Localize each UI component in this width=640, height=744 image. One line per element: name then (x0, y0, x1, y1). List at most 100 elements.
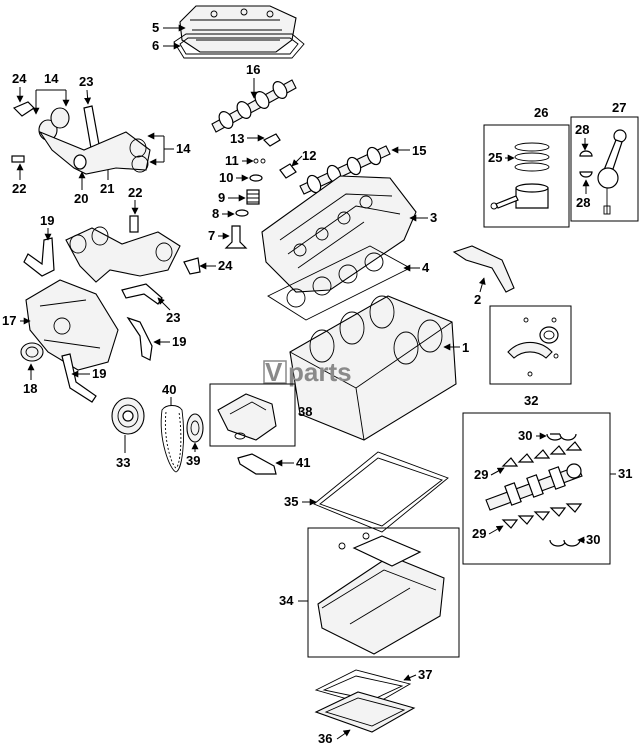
callout-38[interactable]: 38 (298, 404, 312, 419)
main-bearings-lower[interactable] (501, 503, 583, 529)
callout-31[interactable]: 31 (618, 466, 632, 481)
valve-seal[interactable] (235, 209, 249, 217)
callout-37[interactable]: 37 (418, 667, 432, 682)
valve-spring-retainer[interactable] (249, 174, 263, 182)
engine-block[interactable] (289, 295, 457, 441)
chain-guide-lower[interactable] (61, 353, 97, 403)
idler-sprocket[interactable] (73, 154, 87, 170)
callout-6[interactable]: 6 (152, 38, 159, 53)
callout-23a[interactable]: 23 (79, 74, 93, 89)
timing-plate-lower[interactable] (65, 226, 181, 283)
callout-40[interactable]: 40 (162, 382, 176, 397)
callout-23b[interactable]: 23 (166, 310, 180, 325)
rear-seal-box (489, 305, 572, 385)
callout-28a[interactable]: 28 (575, 122, 589, 137)
rocker-follower[interactable] (262, 133, 281, 147)
cylinder-head[interactable] (261, 175, 417, 293)
callout-2[interactable]: 2 (474, 292, 481, 307)
timing-plate-upper[interactable] (38, 130, 151, 175)
callout-18[interactable]: 18 (23, 381, 37, 396)
valve-cover-gasket[interactable] (173, 33, 305, 59)
rod-bearing-upper[interactable] (579, 150, 593, 157)
callout-4[interactable]: 4 (422, 260, 430, 275)
chain-guide-middle[interactable] (126, 316, 153, 361)
valve-cover[interactable] (179, 5, 297, 53)
callout-11[interactable]: 11 (225, 153, 239, 168)
timing-cover[interactable] (25, 279, 119, 371)
callout-7[interactable]: 7 (208, 228, 215, 243)
crankshaft[interactable] (485, 463, 583, 511)
front-crank-seal[interactable] (20, 342, 44, 362)
callout-19b[interactable]: 19 (172, 334, 186, 349)
callout-35[interactable]: 35 (284, 494, 298, 509)
callout-16[interactable]: 16 (246, 62, 260, 77)
callout-1[interactable]: 1 (462, 340, 469, 355)
oil-pump-box (209, 383, 296, 447)
callout-12[interactable]: 12 (302, 148, 316, 163)
engine-valve[interactable] (224, 225, 248, 249)
callout-26[interactable]: 26 (534, 105, 548, 120)
callout-36[interactable]: 36 (318, 731, 332, 744)
callout-25[interactable]: 25 (488, 150, 502, 165)
oil-pump-sprocket[interactable] (186, 413, 204, 443)
thrust-bearing-upper[interactable] (546, 433, 577, 441)
oil-pan-box (307, 527, 460, 658)
callout-14a[interactable]: 14 (44, 71, 59, 86)
callout-20[interactable]: 20 (74, 191, 88, 206)
callout-29a[interactable]: 29 (474, 467, 488, 482)
svg-text:V: V (265, 357, 283, 387)
callout-33[interactable]: 33 (116, 455, 130, 470)
main-bearings-upper[interactable] (501, 441, 583, 467)
callout-19a[interactable]: 19 (40, 213, 54, 228)
hydraulic-lifter[interactable] (279, 163, 297, 179)
callout-17[interactable]: 17 (2, 313, 16, 328)
crankshaft-damper[interactable] (111, 397, 145, 435)
callout-19c[interactable]: 19 (92, 366, 106, 381)
callout-30a[interactable]: 30 (518, 428, 532, 443)
callout-32[interactable]: 32 (524, 393, 538, 408)
callout-3[interactable]: 3 (430, 210, 437, 225)
oil-pan-gasket[interactable] (313, 451, 449, 533)
thrust-bearing-lower[interactable] (549, 539, 581, 547)
callout-22a[interactable]: 22 (12, 181, 26, 196)
callout-27[interactable]: 27 (612, 100, 626, 115)
oil-pan[interactable] (317, 532, 445, 655)
tensioner-plunger[interactable] (129, 215, 139, 233)
piston-rings[interactable] (514, 142, 550, 172)
callout-13[interactable]: 13 (230, 131, 244, 146)
callout-10[interactable]: 10 (219, 170, 233, 185)
callout-21[interactable]: 21 (100, 181, 114, 196)
timing-chain[interactable] (160, 405, 185, 473)
callout-22b[interactable]: 22 (128, 185, 142, 200)
connecting-rod[interactable] (597, 129, 627, 215)
tensioner-bracket-left[interactable] (12, 101, 35, 117)
timing-chain-guide[interactable] (452, 245, 515, 293)
callout-29b[interactable]: 29 (472, 526, 486, 541)
chain-guide-upper[interactable] (23, 237, 55, 277)
rod-bearing-lower[interactable] (579, 171, 593, 178)
callout-39[interactable]: 39 (186, 453, 200, 468)
callout-30b[interactable]: 30 (586, 532, 600, 547)
piston[interactable] (490, 183, 549, 210)
callout-8[interactable]: 8 (212, 206, 219, 221)
callout-14b[interactable]: 14 (176, 141, 191, 156)
oil-pump[interactable] (217, 393, 277, 441)
callout-34[interactable]: 34 (279, 593, 294, 608)
valve-spring[interactable] (246, 189, 260, 205)
tensioner-right[interactable] (183, 257, 201, 275)
callout-9[interactable]: 9 (218, 190, 225, 205)
callout-24a[interactable]: 24 (12, 71, 27, 86)
valve-keepers[interactable] (253, 158, 266, 164)
camshaft-upper[interactable] (211, 79, 297, 133)
callout-5[interactable]: 5 (152, 20, 159, 35)
callout-24b[interactable]: 24 (218, 258, 233, 273)
callout-41[interactable]: 41 (296, 455, 310, 470)
callout-28b[interactable]: 28 (576, 195, 590, 210)
oil-pickup-tube[interactable] (237, 453, 277, 475)
callout-15[interactable]: 15 (412, 143, 426, 158)
tensioner-guide-plug[interactable] (11, 155, 25, 163)
lower-oil-pan[interactable] (314, 691, 416, 733)
rear-main-seal[interactable] (507, 317, 559, 377)
tensioner-rail-lower[interactable] (121, 283, 163, 305)
